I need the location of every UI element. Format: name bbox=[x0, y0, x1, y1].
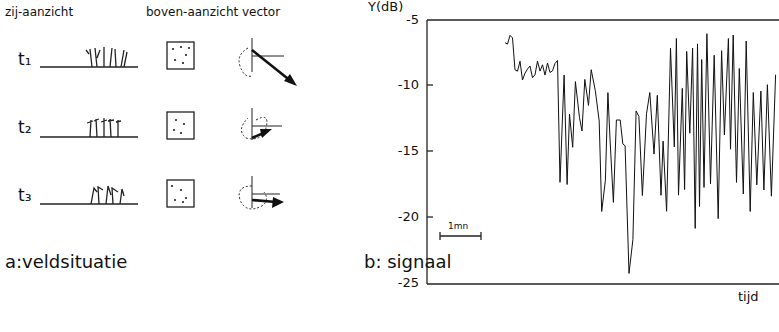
view-heading: boven-aanzicht bbox=[146, 6, 238, 19]
tick-label: -15 bbox=[398, 144, 419, 158]
tick-label: -10 bbox=[398, 78, 419, 92]
axis-title: Y(dB) bbox=[368, 0, 403, 14]
scale-bar-label: 1mn bbox=[448, 222, 468, 232]
signal-trace bbox=[505, 34, 776, 274]
tick-label: -20 bbox=[398, 210, 419, 224]
time-label: t₁ bbox=[18, 50, 31, 69]
time-label: t₃ bbox=[18, 186, 31, 205]
tick-label: -5 bbox=[406, 13, 419, 27]
view-heading: vector bbox=[242, 6, 280, 19]
view-heading: zij-aanzicht bbox=[5, 6, 73, 19]
axis-title: tijd bbox=[738, 290, 759, 304]
tick-label: -25 bbox=[398, 276, 419, 290]
panel-caption: a:veldsituatie bbox=[5, 252, 127, 272]
time-label: t₂ bbox=[18, 118, 31, 137]
panel-caption: b: signaal bbox=[364, 252, 452, 272]
